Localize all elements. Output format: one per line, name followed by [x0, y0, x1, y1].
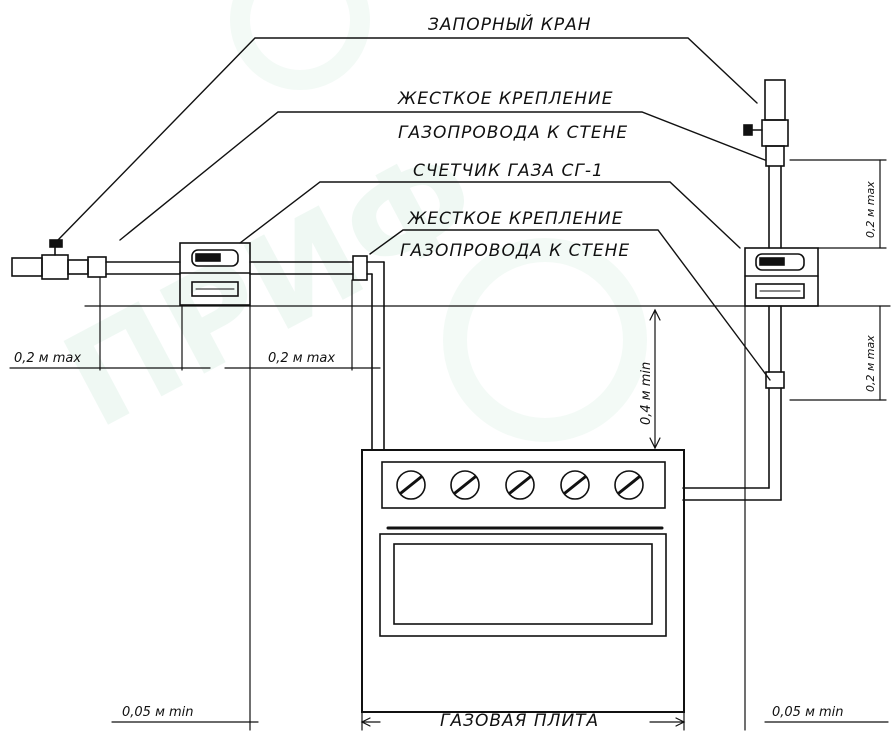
label-rigid-mount-2-line2: ГАЗОПРОВОДА К СТЕНЕ [400, 241, 630, 261]
pipe-stub [11, 257, 43, 277]
left-shutoff-valve [41, 254, 69, 280]
left-pipe-assembly [11, 239, 181, 280]
mid-rigid-mount [352, 255, 368, 281]
gas-meter-left [179, 242, 251, 306]
right-rigid-mount-top [765, 145, 785, 167]
dim-mid-0-2-max: 0,2 м max [268, 351, 335, 366]
label-rigid-mount-1-line2: ГАЗОПРОВОДА К СТЕНЕ [398, 123, 628, 143]
dim-bottom-left-0-05-min: 0,05 м min [122, 705, 194, 720]
oven-door [379, 533, 667, 637]
oven-window [393, 543, 653, 625]
label-shutoff-valve: ЗАПОРНЫЙ КРАН [428, 13, 592, 35]
right-pipe-assembly [743, 79, 789, 249]
burner-knob [396, 470, 426, 500]
burner-knobs [396, 470, 644, 500]
label-gas-stove: ГАЗОВАЯ ПЛИТА [440, 711, 599, 731]
gas-stove [361, 449, 685, 713]
label-gas-meter: СЧЕТЧИК ГАЗА СГ-1 [413, 161, 604, 181]
right-shutoff-valve [761, 119, 789, 147]
leader-lines [57, 37, 771, 381]
burner-knob [450, 470, 480, 500]
dim-left-0-2-max: 0,2 м max [14, 351, 81, 366]
dim-vertical-0-4-min: 0,4 м min [639, 362, 654, 425]
burner-knob [505, 470, 535, 500]
label-rigid-mount-2-line1: ЖЕСТКОЕ КРЕПЛЕНИЕ [407, 209, 624, 229]
right-rigid-mount-bottom [765, 371, 785, 389]
burner-knob [614, 470, 644, 500]
gas-meter-right [744, 247, 819, 307]
dimension-lines [9, 159, 891, 731]
burner-knob [560, 470, 590, 500]
dim-right-top-0-2-max: 0,2 м max [864, 181, 877, 238]
right-pipe-cap [764, 79, 786, 121]
dim-right-mid-0-2-max: 0,2 м max [864, 335, 877, 392]
dim-bottom-right-0-05-min: 0,05 м min [772, 705, 844, 720]
label-rigid-mount-1-line1: ЖЕСТКОЕ КРЕПЛЕНИЕ [397, 89, 614, 109]
left-rigid-mount [87, 256, 107, 278]
